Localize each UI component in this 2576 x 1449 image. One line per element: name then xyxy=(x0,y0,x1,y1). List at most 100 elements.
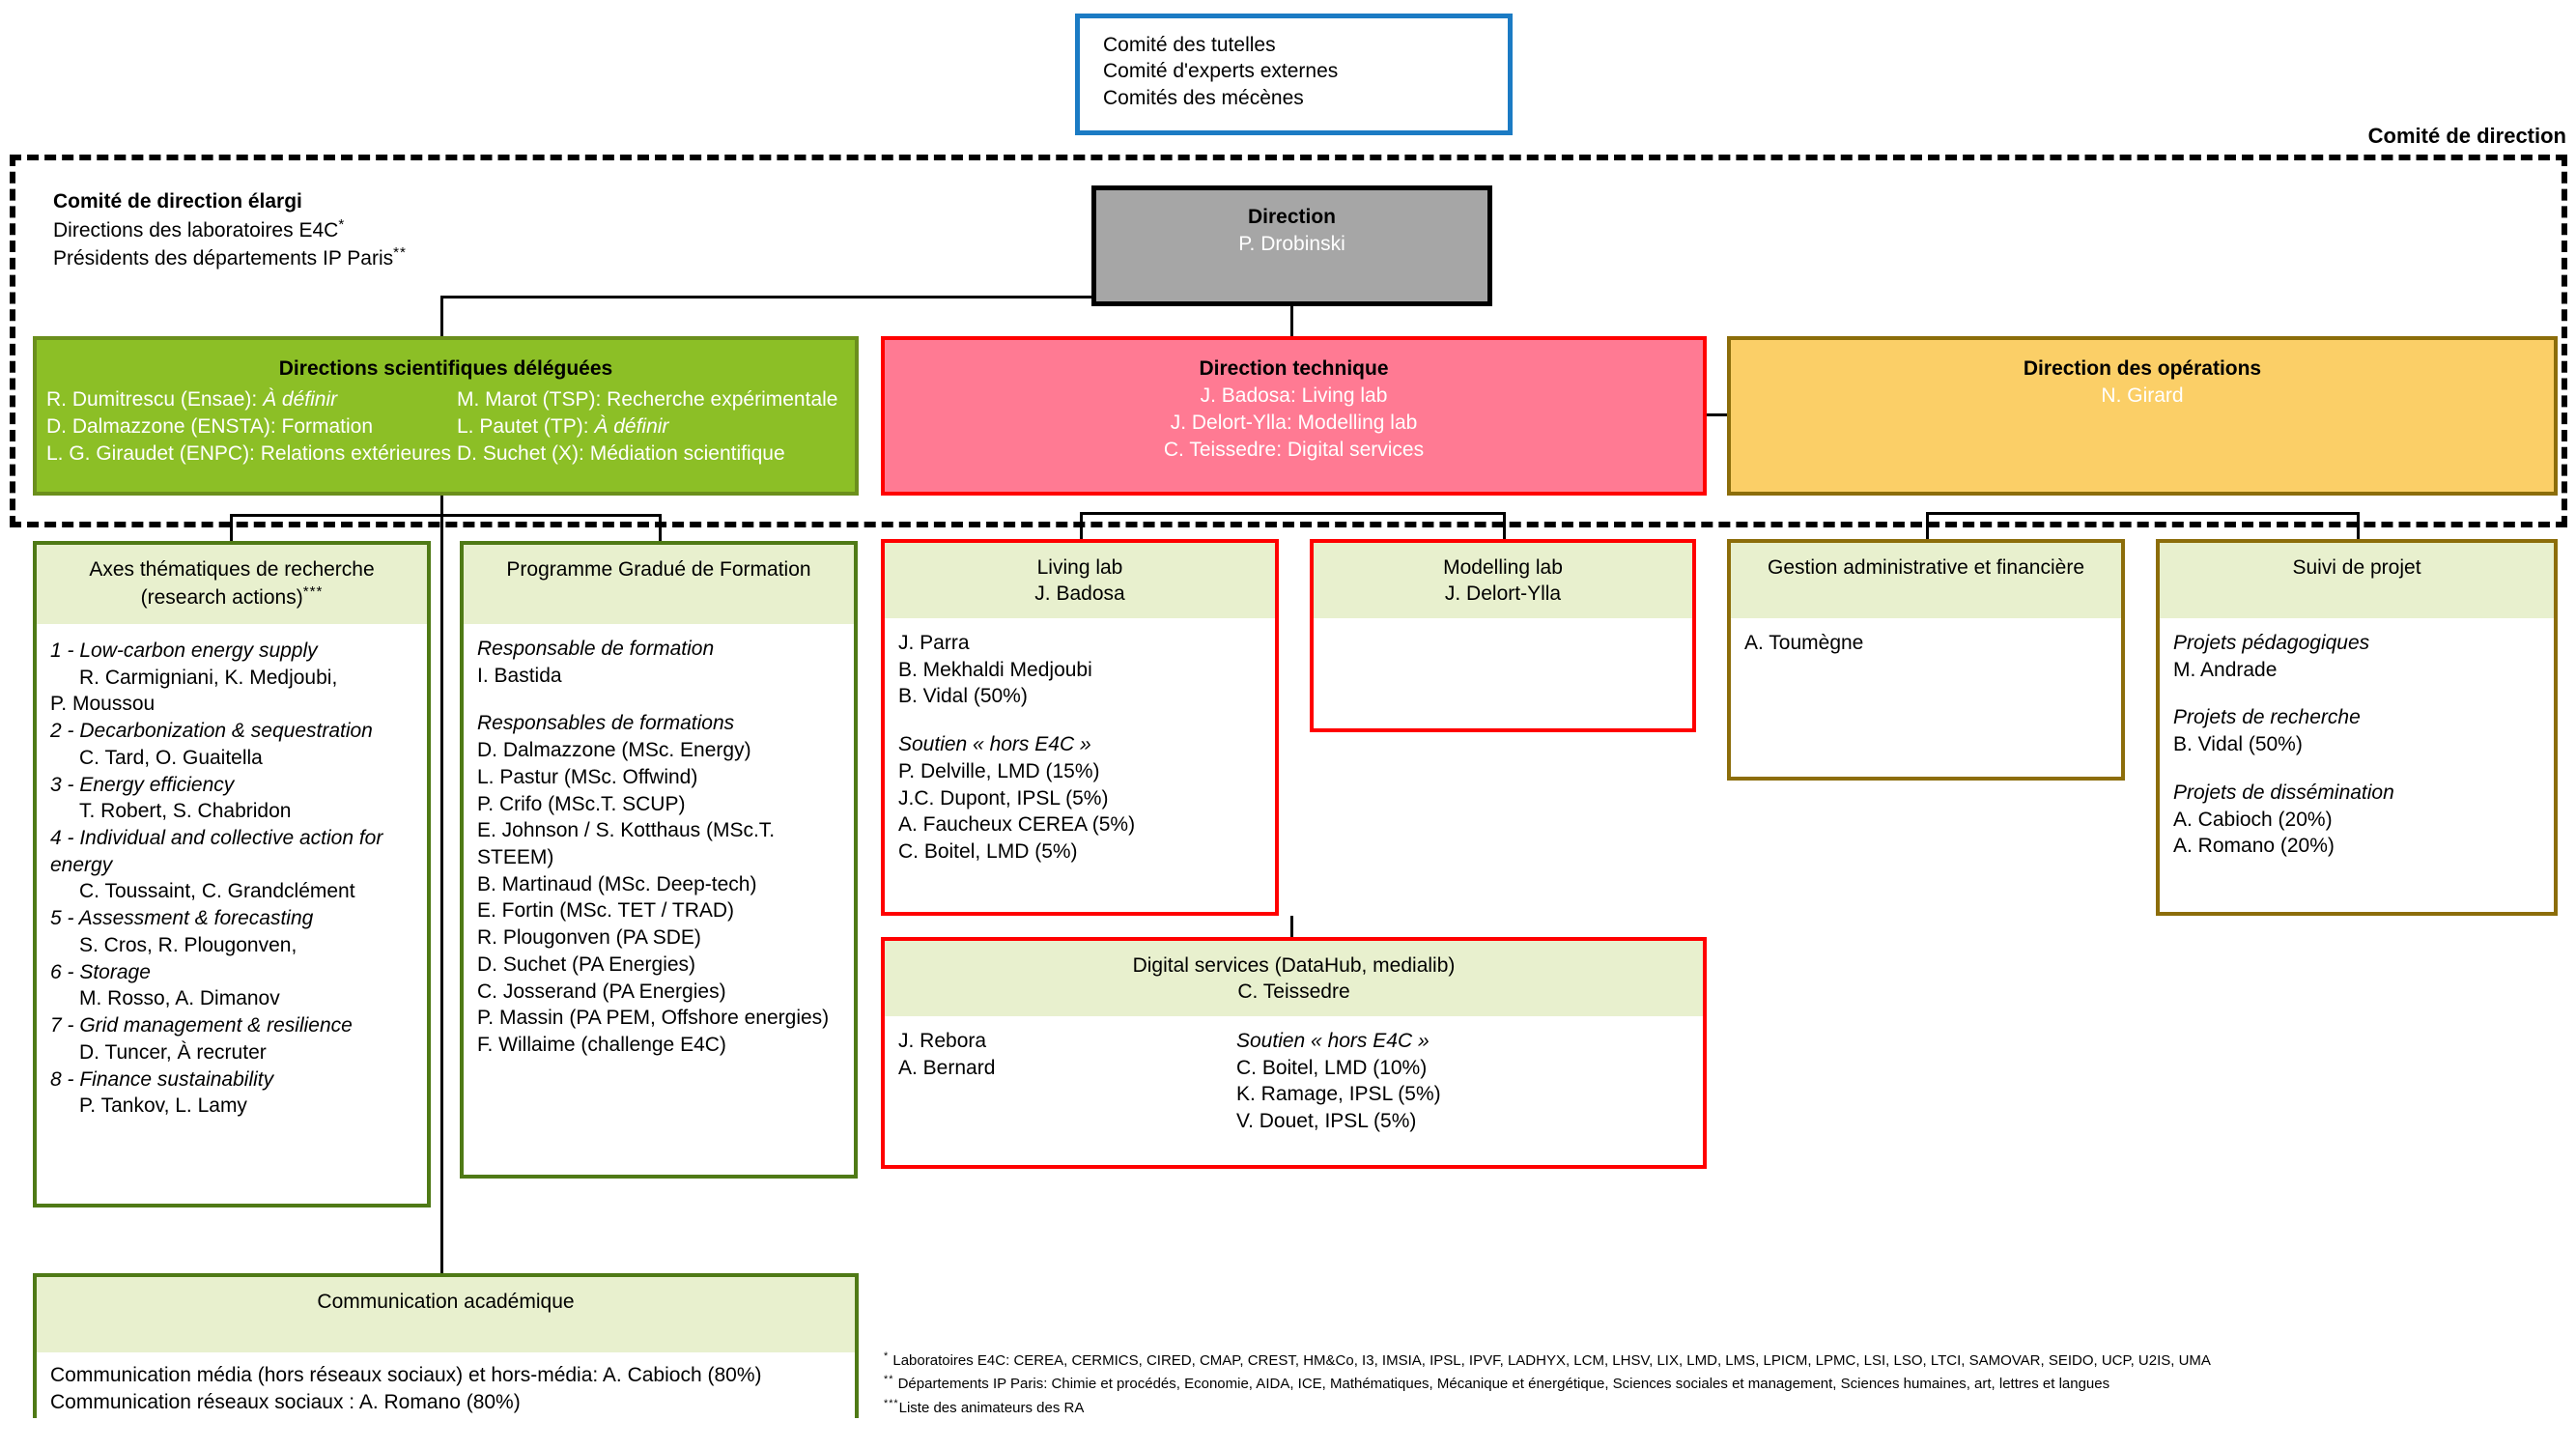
living-lab-support-item: J.C. Dupont, IPSL (5%) xyxy=(898,786,1109,810)
communication-line: Communication réseaux sociaux : A. Roman… xyxy=(50,1390,521,1413)
axes-title-line-1: Axes thématiques de recherche xyxy=(89,558,375,581)
spacer xyxy=(2173,758,2540,780)
ds-entry: R. Dumitrescu (Ensae): À définir xyxy=(46,386,457,413)
direction-title: Direction xyxy=(1247,206,1336,228)
cde-line-1: Directions des laboratoires E4C* xyxy=(53,215,652,244)
directions-scientifiques-box: Directions scientifiques déléguées R. Du… xyxy=(33,336,859,496)
footnote-row: ***Liste des animateurs des RA xyxy=(884,1396,2564,1419)
formation-resp-item: P. Crifo (MSc.T. SCUP) xyxy=(477,792,686,815)
ds-title: Directions scientifiques déléguées xyxy=(278,357,613,380)
ds-entry: D. Suchet (X): Médiation scientifique xyxy=(457,440,845,468)
modelling-lab-header: Modelling lab J. Delort-Ylla xyxy=(1314,543,1692,618)
axes-item-people: S. Cros, R. Plougonven, xyxy=(79,933,297,956)
suivi-de-projet-card: Suivi de projet Projets pédagogiques M. … xyxy=(2156,539,2558,916)
communication-body: Communication média (hors réseaux sociau… xyxy=(37,1352,855,1424)
formation-resp-name: I. Bastida xyxy=(477,664,562,687)
dt-line-2: J. Delort-Ylla: Modelling lab xyxy=(1170,412,1418,435)
formation-resp-item: E. Fortin (MSc. TET / TRAD) xyxy=(477,899,735,923)
axes-item-theme: Grid management & resilience xyxy=(79,1014,353,1037)
formation-resp-item: E. Johnson / S. Kotthaus (MSc.T. STEEM) xyxy=(477,819,776,869)
suivi-title: Suivi de projet xyxy=(2292,556,2421,579)
cde-line-1-mark: * xyxy=(338,215,346,233)
digital-services-header: Digital services (DataHub, medialib) C. … xyxy=(885,941,1703,1016)
cde-line-2-text: Présidents des départements IP Paris xyxy=(53,247,394,270)
axes-item-num: 2 - xyxy=(50,720,80,743)
direction-box: Direction P. Drobinski xyxy=(1091,185,1492,306)
living-lab-member: B. Mekhaldi Medjoubi xyxy=(898,658,1092,681)
axes-item-num: 7 - xyxy=(50,1014,80,1037)
digital-services-member: J. Rebora xyxy=(898,1030,987,1052)
tutelles-line-2: Comité d'experts externes xyxy=(1103,60,1339,83)
axes-item-theme: Decarbonization & sequestration xyxy=(79,720,373,743)
footnote-row: * Laboratoires E4C: CEREA, CERMICS, CIRE… xyxy=(884,1349,2564,1372)
comite-de-direction-dashed-frame xyxy=(10,155,2567,527)
suivi-group-label: Projets de dissémination xyxy=(2173,781,2394,804)
ds-column-left: R. Dumitrescu (Ensae): À définir D. Dalm… xyxy=(46,386,457,468)
living-lab-support-label: Soutien « hors E4C » xyxy=(898,733,1091,756)
formation-resp-item: P. Massin (PA PEM, Offshore energies) xyxy=(477,1007,830,1030)
formation-body: Responsable de formation I. Bastida Resp… xyxy=(464,624,854,1066)
axes-title-line-2-text: (research actions) xyxy=(140,586,303,610)
living-lab-support-item: A. Faucheux CEREA (5%) xyxy=(898,813,1136,837)
formation-resp-item: R. Plougonven (PA SDE) xyxy=(477,926,701,950)
footnote-text: Départements IP Paris: Chimie et procédé… xyxy=(897,1376,2110,1393)
communication-card: Communication académique Communication m… xyxy=(33,1273,859,1424)
digital-services-support-item: K. Ramage, IPSL (5%) xyxy=(1236,1083,1441,1106)
communication-title: Communication académique xyxy=(317,1291,575,1313)
living-lab-header: Living lab J. Badosa xyxy=(885,543,1275,618)
axes-thematiques-card: Axes thématiques de recherche (research … xyxy=(33,541,431,1208)
axes-item-num: 5 - xyxy=(50,907,79,930)
gestion-body: A. Toumègne xyxy=(1731,618,2121,665)
ds-entry: L. G. Giraudet (ENPC): Relations extérie… xyxy=(46,440,457,468)
dop-title: Direction des opérations xyxy=(2023,357,2262,380)
digital-services-body: J. Rebora A. Bernard Soutien « hors E4C … xyxy=(885,1016,1703,1143)
living-lab-title: Living lab xyxy=(1036,556,1123,579)
formation-resp-item: B. Martinaud (MSc. Deep-tech) xyxy=(477,872,757,895)
connector-dt-up xyxy=(1290,306,1293,336)
suivi-group-person: B. Vidal (50%) xyxy=(2173,733,2303,756)
axes-item-people: T. Robert, S. Chabridon xyxy=(79,800,292,823)
ds-column-right: M. Marot (TSP): Recherche expérimentale … xyxy=(457,386,845,468)
modelling-lab-card: Modelling lab J. Delort-Ylla xyxy=(1310,539,1696,732)
communication-line: Communication média (hors réseaux sociau… xyxy=(50,1364,762,1386)
ds-entry-name: R. Dumitrescu (Ensae): xyxy=(46,388,264,412)
living-lab-lead: J. Badosa xyxy=(1034,582,1125,606)
formation-resp-item: D. Suchet (PA Energies) xyxy=(477,952,696,976)
footnote-mark: ** xyxy=(884,1374,894,1386)
dt-line-3: C. Teissedre: Digital services xyxy=(1163,439,1425,462)
modelling-lab-body xyxy=(1314,618,1692,638)
axes-item-num: 4 - xyxy=(50,827,80,850)
axes-item-theme: Low-carbon energy supply xyxy=(79,639,318,662)
dt-line-1: J. Badosa: Living lab xyxy=(1200,384,1388,408)
cde-line-1-text: Directions des laboratoires E4C xyxy=(53,218,339,242)
footnote-row: ** Départements IP Paris: Chimie et proc… xyxy=(884,1372,2564,1395)
connector-labs xyxy=(1080,512,1503,515)
axes-title-mark: *** xyxy=(302,583,324,601)
ds-entry: M. Marot (TSP): Recherche expérimentale xyxy=(457,386,845,413)
digital-services-support-item: C. Boitel, LMD (10%) xyxy=(1236,1056,1428,1079)
axes-item-num: 1 - xyxy=(50,639,80,662)
direction-technique-box: Direction technique J. Badosa: Living la… xyxy=(881,336,1707,496)
axes-item-num: 6 - xyxy=(50,960,80,983)
axes-item-people2: P. Moussou xyxy=(50,693,156,716)
direction-person: P. Drobinski xyxy=(1238,232,1345,255)
dop-person: N. Girard xyxy=(2101,384,2184,408)
ds-entry-role: À définir xyxy=(594,415,669,439)
connector-axes-up xyxy=(230,514,233,541)
digital-services-support-item: V. Douet, IPSL (5%) xyxy=(1236,1110,1417,1133)
formation-resp-label: Responsable de formation xyxy=(477,638,715,660)
digital-services-members: J. Rebora A. Bernard xyxy=(898,1028,1236,1135)
formation-resp-item: L. Pastur (MSc. Offwind) xyxy=(477,765,698,788)
spacer xyxy=(477,689,840,710)
axes-header: Axes thématiques de recherche (research … xyxy=(37,545,427,624)
axes-item-people: C. Tard, O. Guaitella xyxy=(79,746,263,769)
ds-entry: D. Dalmazzone (ENSTA): Formation xyxy=(46,413,457,440)
axes-item-theme: Individual and collective action for ene… xyxy=(50,827,383,876)
